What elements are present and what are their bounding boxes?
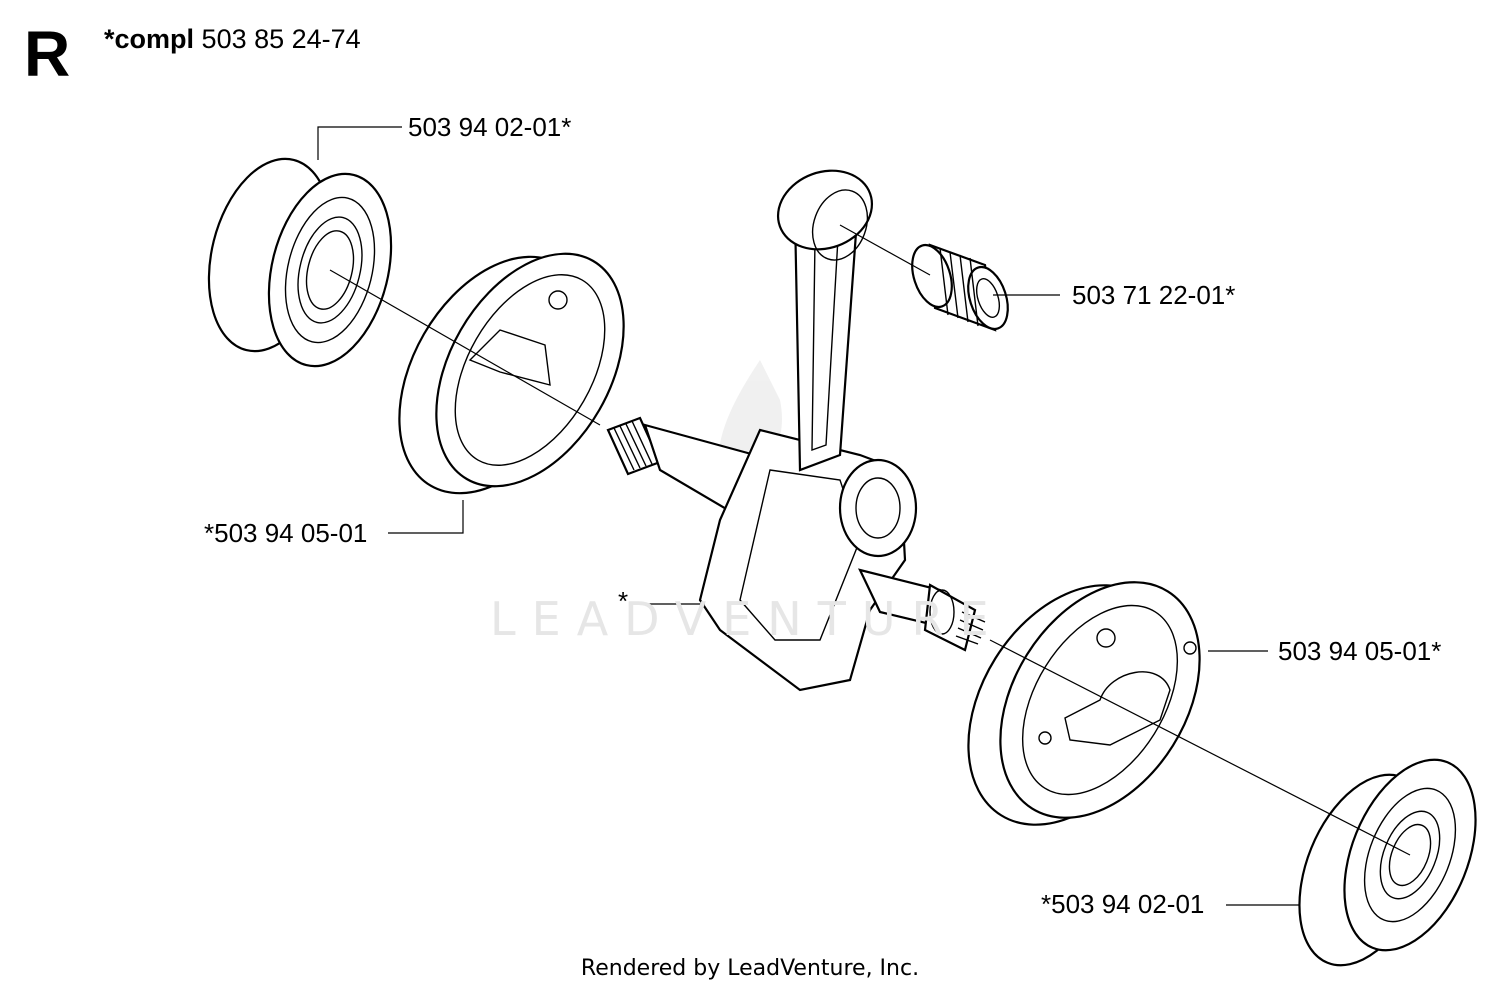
footer-credit: Rendered by LeadVenture, Inc. [580, 956, 920, 981]
leader-lines [317, 126, 1300, 906]
section-letter: R [24, 18, 71, 90]
ball-bearing-bottom [1298, 758, 1477, 967]
label-crank-half-right: 503 94 05-01* [1278, 636, 1442, 666]
assembly-axis-lines [329, 224, 1411, 856]
label-crank-half-left: *503 94 05-01 [204, 518, 368, 548]
label-bearing-bottom: *503 94 02-01 [1041, 889, 1205, 919]
label-crankshaft: * [618, 586, 629, 616]
crank-half-right [967, 581, 1201, 826]
label-needle-bearing: 503 71 22-01* [1072, 280, 1236, 310]
needle-bearing [911, 243, 1009, 332]
ball-bearing-top [207, 157, 393, 368]
connecting-rod [776, 169, 874, 472]
label-bearing-top: 503 94 02-01* [408, 112, 572, 142]
kit-prefix: *compl [104, 24, 195, 54]
kit-number: 503 85 24-74 [201, 24, 361, 54]
watermark-text: LEADVENTURE [490, 592, 1005, 646]
crankshaft [606, 416, 986, 692]
kit-label: *compl 503 85 24-74 [104, 26, 361, 53]
crank-half-left [398, 252, 625, 495]
